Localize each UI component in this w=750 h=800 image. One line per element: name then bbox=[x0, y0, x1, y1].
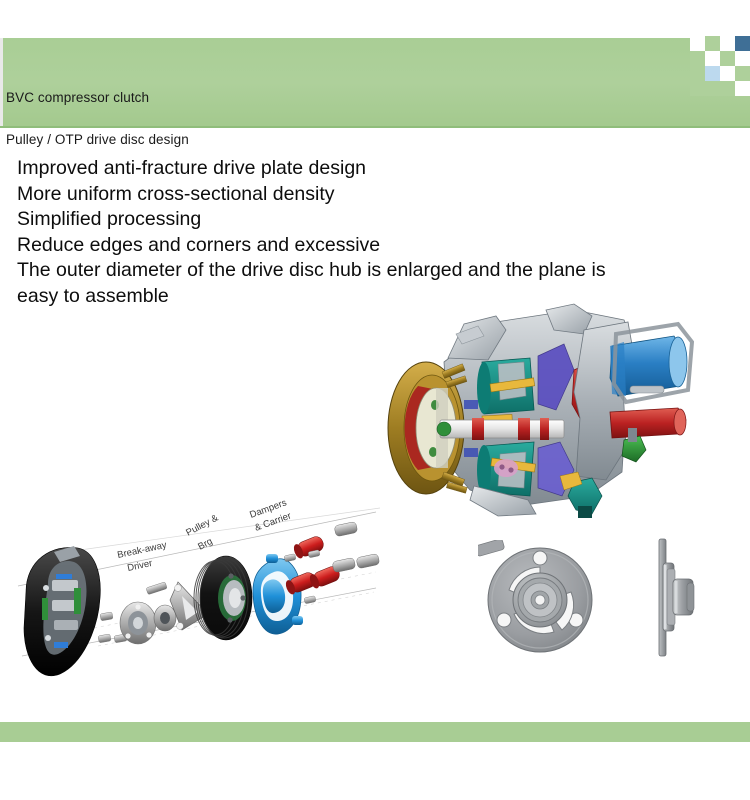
bullet-line-2: More uniform cross-sectional density bbox=[17, 182, 335, 205]
damper-carrier-part bbox=[252, 554, 303, 635]
checker-cell bbox=[705, 36, 720, 51]
break-away-driver-part bbox=[23, 546, 101, 677]
header-title-primary: BVC compressor clutch bbox=[6, 90, 150, 105]
bullet-line-4: Reduce edges and corners and excessive bbox=[17, 233, 381, 256]
checker-cell bbox=[690, 51, 705, 66]
bullet-line-1: Improved anti-fracture drive plate desig… bbox=[17, 157, 367, 179]
hub-disc-part bbox=[119, 601, 157, 645]
bullet-line-5: The outer diameter of the drive disc hub… bbox=[17, 259, 606, 307]
checker-cell bbox=[720, 51, 735, 66]
checker-cell bbox=[720, 66, 735, 81]
header-band: BVC compressor clutch Pulley / OTP drive… bbox=[0, 38, 750, 147]
checker-cell bbox=[705, 51, 720, 66]
bullet-line-3: Simplified processing bbox=[17, 208, 202, 230]
compressor-cutaway-image bbox=[378, 300, 708, 530]
header-subtitle: Pulley / OTP drive disc design bbox=[6, 132, 189, 147]
checker-cell bbox=[735, 81, 750, 96]
checkered-decoration bbox=[690, 36, 750, 96]
checker-cell bbox=[690, 81, 705, 96]
drive-disc-side-view-image bbox=[645, 535, 705, 660]
checker-cell bbox=[735, 51, 750, 66]
checker-cell bbox=[720, 36, 735, 51]
checker-cell-accent bbox=[705, 66, 720, 81]
exploded-label-pulley-line2: Brg bbox=[196, 536, 214, 553]
checker-cell bbox=[720, 81, 735, 96]
checker-cell bbox=[735, 66, 750, 81]
checker-cell bbox=[690, 66, 705, 81]
checker-cell bbox=[705, 81, 720, 96]
pulley-and-bearing-part bbox=[193, 555, 253, 641]
checker-cell-accent bbox=[735, 36, 750, 51]
drive-disc-front-view-image bbox=[478, 540, 603, 660]
header-left-accent-edge bbox=[0, 38, 3, 128]
clutch-exploded-view-image: Break-away Driver Pulley & Brg Dampers &… bbox=[8, 488, 383, 683]
bullet-text-block: Improved anti-fracture drive plate desig… bbox=[17, 156, 617, 309]
exploded-label-pulley-line1: Pulley & bbox=[184, 512, 221, 538]
exploded-label-break-away-line1: Break-away bbox=[116, 540, 168, 561]
footer-band bbox=[0, 722, 750, 742]
checker-cell bbox=[690, 36, 705, 51]
exploded-label-break-away-line2: Driver bbox=[126, 558, 153, 574]
